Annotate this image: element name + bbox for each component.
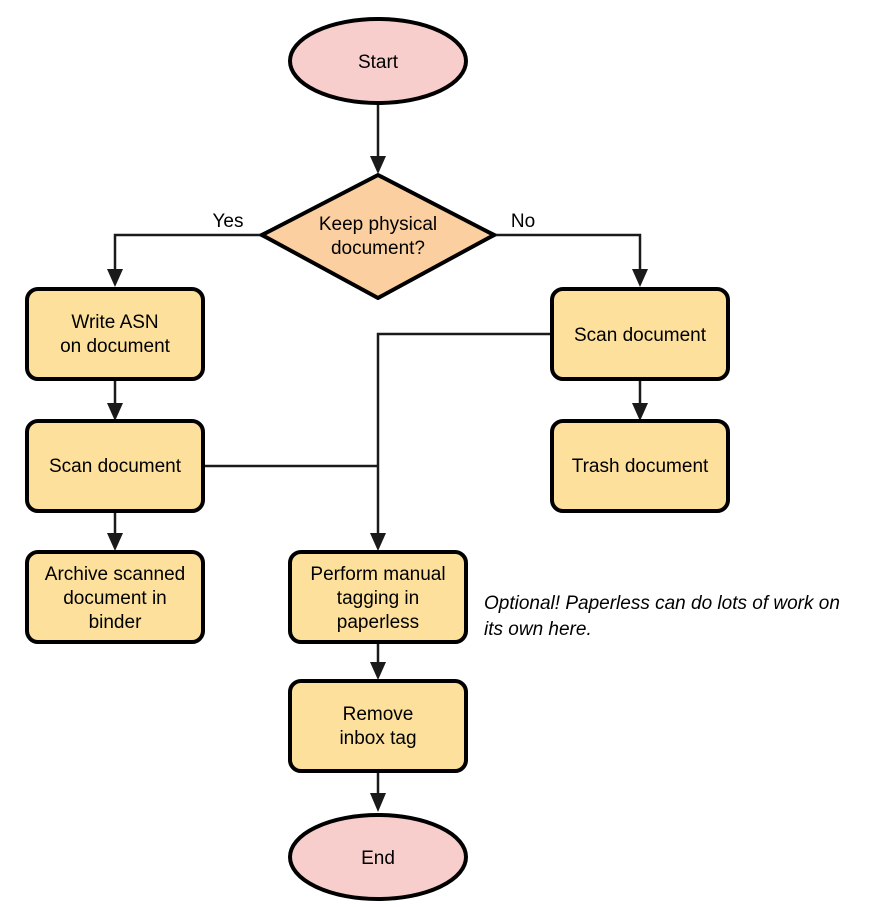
edge-label-yes: Yes bbox=[213, 211, 244, 232]
node-perform-manual-tagging[interactable]: Perform manual tagging in paperless bbox=[288, 550, 468, 644]
node-archive-label-line3: binder bbox=[89, 612, 142, 633]
node-remove-tag-label-line1: Remove bbox=[343, 704, 414, 725]
node-scan-document-right[interactable]: Scan document bbox=[550, 287, 730, 381]
node-remove-inbox-tag[interactable]: Remove inbox tag bbox=[288, 679, 468, 773]
edge-scan-left-to-archive bbox=[107, 511, 123, 551]
node-scan-document-left-label: Scan document bbox=[49, 456, 182, 477]
node-tagging-label-line1: Perform manual bbox=[310, 564, 445, 585]
edge-write-asn-to-scan-left bbox=[107, 379, 123, 421]
node-decision-label-line1: Keep physical bbox=[319, 214, 437, 235]
node-write-asn-label-line2: on document bbox=[60, 336, 171, 357]
node-end-label: End bbox=[361, 848, 395, 869]
node-write-asn[interactable]: Write ASN on document bbox=[25, 287, 205, 381]
edge-tagging-to-remove-tag bbox=[370, 642, 386, 680]
annotation-optional-note: Optional! Paperless can do lots of work … bbox=[484, 593, 840, 640]
node-remove-tag-label-line2: inbox tag bbox=[339, 728, 416, 749]
edge-decision-yes-to-write-asn bbox=[107, 227, 274, 287]
node-tagging-label-line2: tagging in bbox=[337, 588, 419, 609]
node-end[interactable]: End bbox=[288, 813, 468, 901]
annotation-optional-note-line1: Optional! Paperless can do lots of work … bbox=[484, 593, 840, 614]
node-start-label: Start bbox=[358, 52, 399, 73]
edge-start-to-decision bbox=[370, 104, 386, 174]
edge-remove-tag-to-end bbox=[370, 772, 386, 812]
node-trash-document-label: Trash document bbox=[572, 456, 709, 477]
edge-scan-right-to-tagging bbox=[370, 332, 552, 551]
node-tagging-label-line3: paperless bbox=[337, 612, 419, 633]
node-archive-label-line2: document in bbox=[63, 588, 167, 609]
node-archive-label-line1: Archive scanned bbox=[45, 564, 185, 585]
edge-label-no: No bbox=[511, 211, 535, 232]
node-start[interactable]: Start bbox=[288, 17, 468, 105]
edge-scan-right-to-trash bbox=[632, 379, 648, 421]
node-decision-label-line2: document? bbox=[331, 238, 425, 259]
annotation-optional-note-line2: its own here. bbox=[484, 619, 592, 640]
node-scan-document-right-label: Scan document bbox=[574, 325, 707, 346]
node-trash-document[interactable]: Trash document bbox=[550, 419, 730, 513]
node-decision-keep-physical-document[interactable]: Keep physical document? bbox=[260, 173, 496, 300]
node-archive-scanned-document[interactable]: Archive scanned document in binder bbox=[25, 550, 205, 644]
node-scan-document-left[interactable]: Scan document bbox=[25, 419, 205, 513]
node-write-asn-label-line1: Write ASN bbox=[71, 312, 158, 333]
edge-decision-no-to-scan-right bbox=[482, 227, 648, 287]
